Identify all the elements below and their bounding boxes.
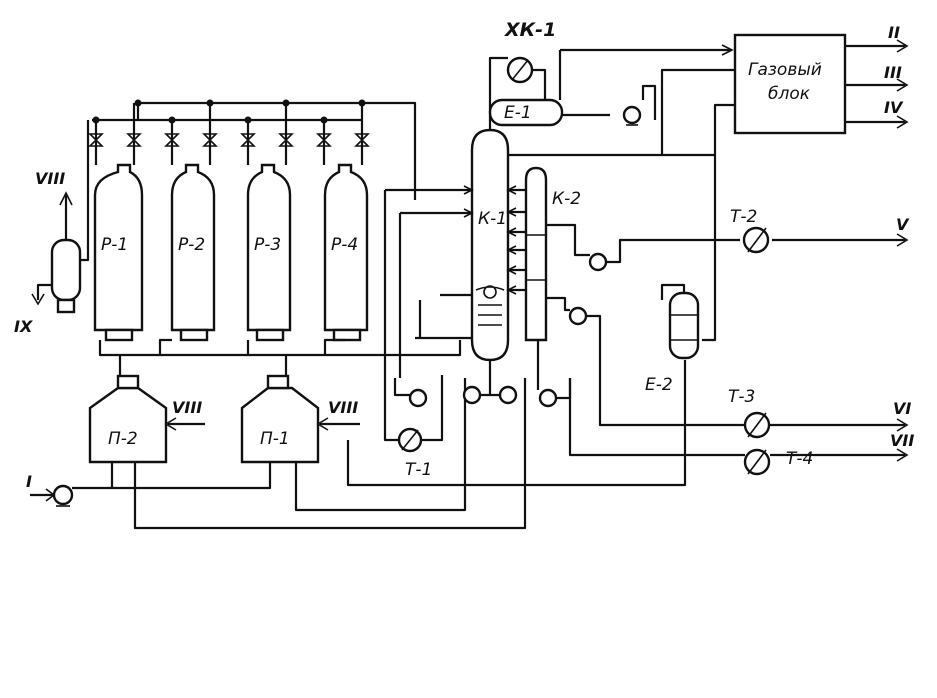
stream-9: IX	[14, 317, 33, 336]
reactor-p1	[93, 163, 144, 342]
stream-8-p1: VIII	[328, 398, 358, 417]
label-p2: Р-2	[178, 235, 205, 255]
reactor-p4	[323, 163, 369, 342]
drum-e1	[488, 98, 564, 127]
label-pp1: П-1	[260, 429, 290, 449]
feed-line	[30, 462, 272, 497]
label-k1: К-1	[478, 209, 507, 229]
pump-e1	[622, 105, 642, 126]
label-k2: К-2	[552, 189, 581, 209]
label-gas-block-2: блок	[768, 84, 811, 104]
exchanger-t2	[742, 226, 770, 254]
valves	[88, 133, 370, 147]
label-e1: Е-1	[504, 103, 532, 123]
stream-8-top: VIII	[35, 169, 65, 188]
stream-8-p2: VIII	[172, 398, 202, 417]
drum-e2	[668, 291, 700, 360]
stream-6: VI	[893, 399, 911, 418]
column-k2	[524, 166, 548, 342]
label-t1: Т-1	[405, 460, 432, 480]
label-e2: Е-2	[645, 375, 673, 395]
feed-pump	[52, 484, 74, 507]
column-connections	[506, 185, 526, 295]
exchanger-t4	[743, 448, 771, 476]
label-p4: Р-4	[331, 235, 358, 255]
header-junction-dots	[92, 99, 366, 124]
label-t3: Т-3	[728, 387, 755, 407]
label-t4: Т-4	[786, 449, 813, 469]
reactor-bottom-manifold	[98, 338, 462, 378]
label-p3: Р-3	[254, 235, 281, 255]
furnace-p1	[240, 374, 320, 464]
exchanger-t1	[397, 427, 423, 453]
stream-3: III	[884, 63, 902, 82]
gas-block	[733, 33, 847, 135]
column-feed-lines	[385, 188, 472, 340]
exchanger-t3	[743, 411, 771, 439]
stream-2: II	[888, 23, 900, 42]
label-pp2: П-2	[108, 429, 138, 449]
condenser-xk1	[506, 56, 534, 84]
label-p1: Р-1	[101, 235, 128, 255]
furnace-p2	[88, 374, 168, 464]
stream-5: V	[896, 215, 910, 234]
stream-4: IV	[884, 98, 904, 117]
column-k1	[470, 128, 510, 362]
label-gas-block-1: Газовый	[748, 60, 822, 80]
gas-block-outlets	[845, 44, 905, 124]
stream-1: I	[26, 472, 32, 491]
label-xk1: ХК-1	[504, 19, 556, 41]
reactor-p3	[246, 163, 292, 342]
reactor-p2	[170, 163, 216, 342]
stream-7: VII	[890, 431, 914, 450]
label-t2: Т-2	[730, 207, 757, 227]
small-vessel-left	[31, 191, 82, 314]
